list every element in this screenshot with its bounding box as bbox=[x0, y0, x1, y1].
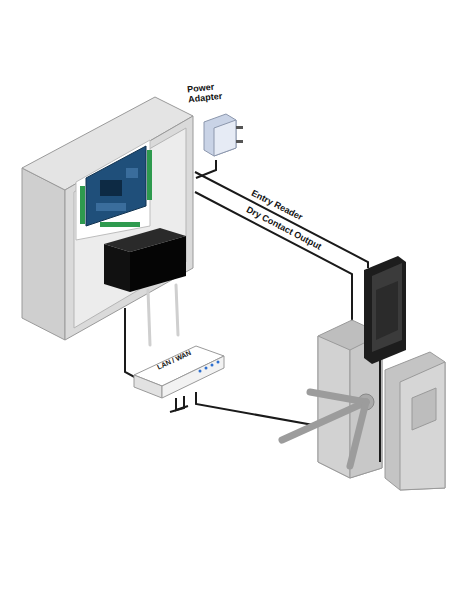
controller-board bbox=[86, 146, 146, 226]
router-cable bbox=[176, 398, 188, 410]
node-text: Power Adapter bbox=[187, 80, 235, 105]
control-panel-enclosure bbox=[22, 97, 193, 340]
dry-contact-wire bbox=[195, 192, 352, 322]
chip bbox=[126, 168, 138, 178]
entry-reader-wire bbox=[195, 172, 368, 268]
tripod-turnstile bbox=[282, 320, 445, 490]
power-adapter bbox=[204, 114, 243, 156]
terminal-blocks bbox=[80, 150, 152, 227]
node-text: LAN / WAN bbox=[145, 344, 203, 377]
router-label: LAN / WAN bbox=[145, 344, 214, 401]
chip bbox=[100, 180, 122, 196]
adapter-callout: Power Adapter bbox=[187, 80, 236, 113]
adapter-cord bbox=[196, 160, 216, 178]
chip bbox=[96, 203, 126, 211]
turnstile-cable bbox=[196, 392, 330, 428]
router bbox=[134, 285, 224, 398]
panel-lan-cable bbox=[125, 308, 140, 380]
mounting-plate bbox=[76, 140, 150, 240]
battery-side bbox=[104, 244, 130, 292]
network-cables bbox=[125, 308, 330, 428]
panel-wires bbox=[195, 160, 368, 322]
battery-front bbox=[130, 236, 186, 292]
face-reader bbox=[364, 256, 406, 462]
